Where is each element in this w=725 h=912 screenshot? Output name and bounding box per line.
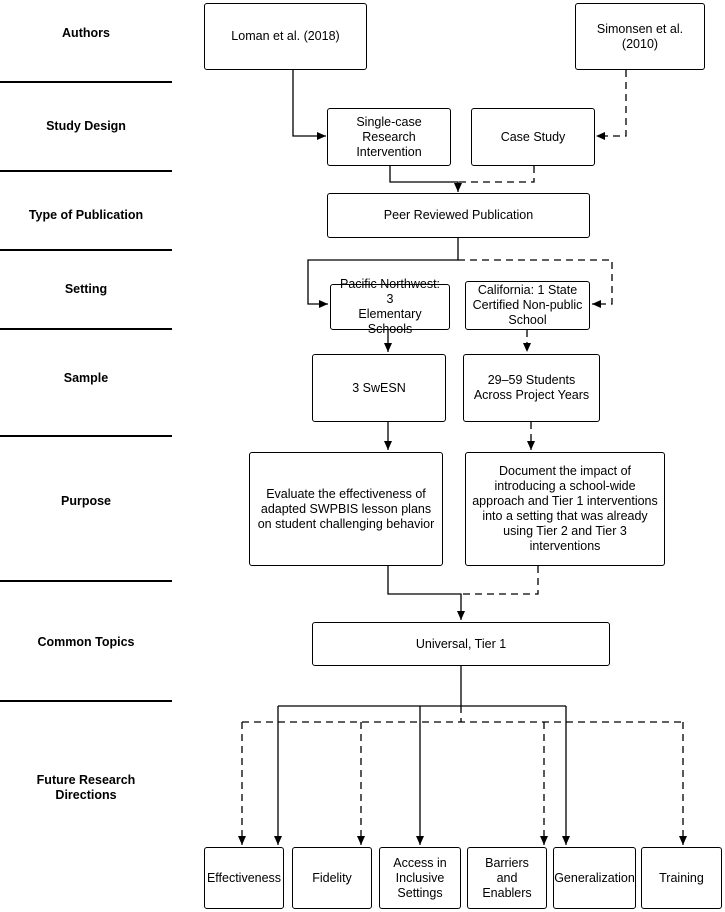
row-label-future-research-directions: Future Research Directions	[0, 773, 172, 803]
purpose-document-line5: using Tier 2 and Tier 3	[503, 524, 627, 538]
design-case-study-box: Case Study	[471, 108, 595, 166]
author-simonsen-box: Simonsen et al. (2010)	[575, 3, 705, 70]
future-access-box: Access in Inclusive Settings	[379, 847, 461, 909]
author-simonsen-text: Simonsen et al. (2010)	[596, 21, 684, 51]
design-single-case-line3: Intervention	[356, 144, 422, 159]
setting-pacific-line2: Elementary Schools	[358, 307, 422, 336]
future-generalization-box: Generalization	[553, 847, 636, 909]
setting-pacific-line1: Pacific Northwest: 3	[339, 277, 441, 306]
setting-california-line2: Certified Non-public	[472, 298, 583, 312]
setting-california-line3: School	[508, 313, 547, 327]
solid-connector-purpose-topics	[387, 566, 465, 620]
design-case-study-text: Case Study	[500, 129, 566, 144]
purpose-document-line6: interventions	[529, 539, 601, 553]
future-access-line1: Access in	[393, 855, 447, 870]
future-barriers-box: Barriers and Enablers	[467, 847, 547, 909]
future-access-line3: Settings	[397, 885, 443, 900]
sample-students-line1: 29–59 Students	[487, 373, 576, 387]
solid-connector-design-publication	[389, 166, 462, 192]
row-label-type-of-publication: Type of Publication	[28, 208, 144, 222]
future-barriers-line2: and	[496, 870, 518, 885]
dashed-connector-author-design	[596, 70, 627, 140]
solid-connector-publication-setting	[307, 238, 459, 308]
future-access-line2: Inclusive	[395, 870, 445, 885]
publication-box: Peer Reviewed Publication	[327, 193, 590, 238]
design-single-case-box: Single-case Research Intervention	[327, 108, 451, 166]
row-label-common-topics: Common Topics	[37, 635, 135, 649]
sample-swesn-text: 3 SwESN	[352, 380, 406, 395]
row-label-authors: Authors	[62, 26, 110, 40]
design-single-case-line1: Single-case	[356, 114, 422, 129]
sample-students-line2: Across Project Years	[473, 388, 590, 402]
row-label-purpose: Purpose	[60, 494, 111, 508]
purpose-evaluate-line3: on student challenging behavior	[257, 516, 435, 531]
common-topic-box: Universal, Tier 1	[312, 622, 610, 666]
purpose-document-line2: introducing a school-wide	[494, 479, 636, 493]
author-loman-box: Loman et al. (2018)	[204, 3, 367, 70]
future-training-text: Training	[659, 870, 704, 885]
sample-students-box: 29–59 Students Across Project Years	[463, 354, 600, 422]
future-effectiveness-text: Effectiveness	[206, 870, 282, 885]
row-label-setting: Setting	[64, 282, 108, 296]
future-fidelity-text: Fidelity	[312, 870, 352, 885]
row-label-sample: Sample	[63, 371, 109, 385]
purpose-evaluate-line1: Evaluate the effectiveness of	[266, 486, 426, 501]
future-training-box: Training	[641, 847, 722, 909]
dashed-connector-design-publication	[458, 166, 535, 183]
row-label-study-design: Study Design	[46, 119, 126, 133]
future-barriers-line1: Barriers	[485, 855, 529, 870]
author-loman-text: Loman et al. (2018)	[231, 29, 340, 43]
setting-pacific-northwest-box: Pacific Northwest: 3 Elementary Schools	[330, 277, 450, 336]
purpose-document-box: Document the impact of introducing a sch…	[465, 452, 665, 566]
row-label-future-line1: Future Research	[36, 773, 136, 787]
purpose-evaluate-line2: adapted SWPBIS lesson plans	[260, 501, 432, 516]
setting-california-line1: California: 1 State	[477, 283, 578, 297]
design-single-case-line2: Research	[362, 129, 416, 144]
row-label-future-line2: Directions	[55, 788, 117, 802]
row-separators	[0, 81, 172, 702]
publication-text: Peer Reviewed Publication	[383, 208, 534, 222]
purpose-document-line4: into a setting that was already	[482, 509, 648, 523]
future-effectiveness-box: Effectiveness	[204, 847, 284, 909]
future-fidelity-box: Fidelity	[292, 847, 372, 909]
dashed-connector-publication-setting	[458, 259, 613, 308]
purpose-evaluate-box: Evaluate the effectiveness of adapted SW…	[249, 452, 443, 566]
common-topic-text: Universal, Tier 1	[415, 636, 507, 651]
sample-swesn-box: 3 SwESN	[312, 354, 446, 422]
solid-connector-author-design	[292, 70, 326, 140]
future-generalization-text: Generalization	[554, 870, 635, 885]
purpose-document-line1: Document the impact of	[498, 464, 631, 478]
purpose-document-line3: approach and Tier 1 interventions	[472, 494, 658, 508]
dashed-connector-purpose-topics	[461, 566, 539, 595]
setting-california-box: California: 1 State Certified Non-public…	[465, 281, 590, 330]
future-barriers-line3: Enablers	[482, 885, 532, 900]
